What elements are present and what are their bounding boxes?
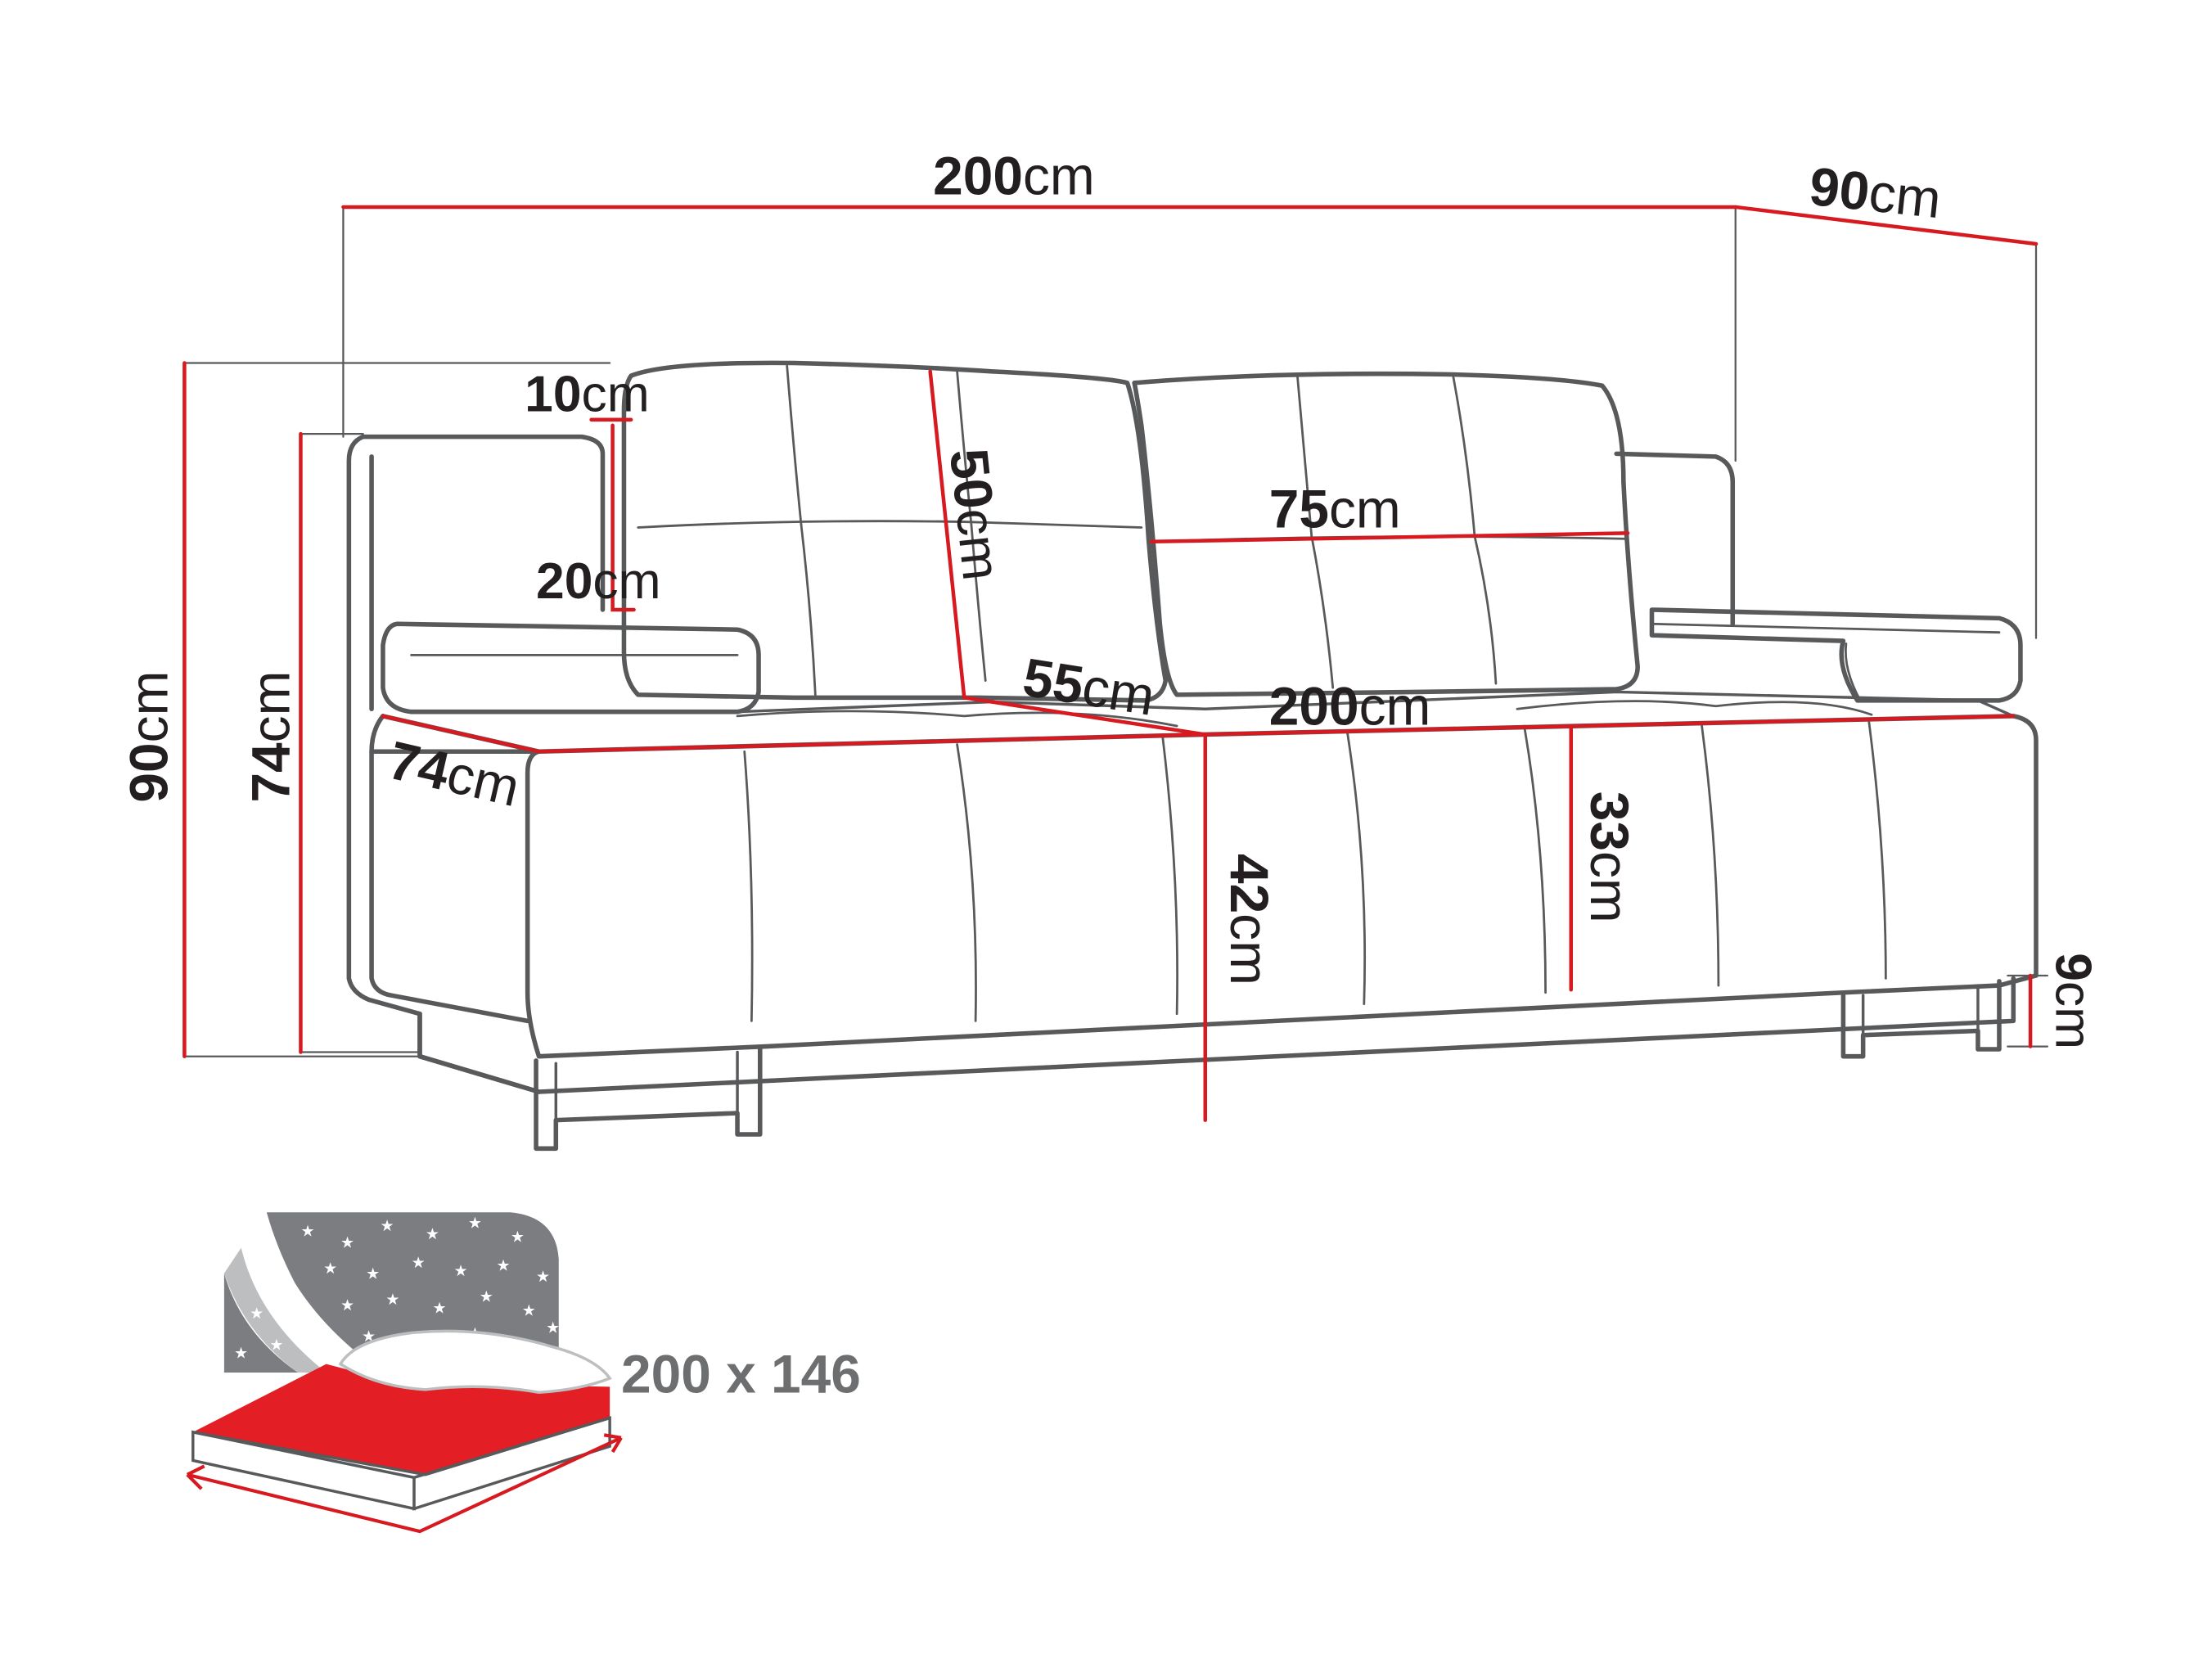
seat-depth-label: 55cm bbox=[1019, 647, 1159, 727]
seat-height-label: 42cm bbox=[1219, 854, 1280, 985]
left-front-leg bbox=[534, 1047, 763, 1152]
right-front-leg bbox=[1840, 979, 2002, 1059]
svg-text:★: ★ bbox=[536, 1268, 550, 1286]
svg-text:★: ★ bbox=[385, 1291, 399, 1309]
svg-text:★: ★ bbox=[340, 1234, 354, 1252]
right-armrest-pad bbox=[1649, 607, 2023, 703]
svg-text:★: ★ bbox=[323, 1260, 337, 1278]
svg-text:★: ★ bbox=[234, 1345, 248, 1363]
mattress-top bbox=[192, 1364, 610, 1475]
backrest-height-label: 50cm bbox=[939, 446, 1012, 584]
sofa-base bbox=[417, 976, 2016, 1094]
svg-text:★: ★ bbox=[250, 1305, 264, 1323]
svg-text:★: ★ bbox=[412, 1254, 426, 1272]
right-armrest-top bbox=[1614, 451, 1736, 627]
svg-text:★: ★ bbox=[340, 1296, 354, 1314]
seat-left-face bbox=[369, 749, 530, 1024]
sleeping-area-label: 200 x 146 bbox=[621, 1343, 861, 1404]
armrest-pad-line bbox=[610, 423, 636, 612]
dimension-labels: 200cm 90cm 90cm 74cm 10cm 20cm 50cm 75cm… bbox=[119, 145, 2102, 1049]
armrest-pad-label: 20cm bbox=[536, 553, 661, 610]
svg-text:★: ★ bbox=[522, 1302, 536, 1320]
svg-text:★: ★ bbox=[426, 1225, 439, 1243]
svg-text:★: ★ bbox=[454, 1262, 468, 1280]
svg-text:★: ★ bbox=[546, 1319, 560, 1337]
bed-width-arrow bbox=[187, 1436, 622, 1534]
left-armrest-top bbox=[360, 434, 606, 612]
svg-text:★: ★ bbox=[380, 1217, 394, 1235]
seat-width-line bbox=[1203, 714, 2016, 737]
backrest-left-cushion bbox=[621, 360, 1169, 703]
cushion-width-line bbox=[1149, 531, 1630, 544]
total-depth-line bbox=[1733, 205, 2039, 246]
cushion-width-label: 75cm bbox=[1269, 478, 1401, 539]
svg-text:★: ★ bbox=[468, 1214, 482, 1232]
front-height-label: 33cm bbox=[1579, 791, 1640, 923]
stars: ★★★ ★★★ ★★★ ★★★ ★★★ ★★★ ★★★ ★★ bbox=[234, 1214, 560, 1362]
leg-height-label: 9cm bbox=[2044, 953, 2101, 1049]
left-armrest-side bbox=[346, 434, 542, 1094]
armrest-depth-line bbox=[381, 714, 1208, 754]
svg-text:★: ★ bbox=[433, 1299, 447, 1317]
svg-text:★: ★ bbox=[511, 1228, 525, 1247]
pillow bbox=[338, 1329, 612, 1395]
total-depth-label: 90cm bbox=[1807, 156, 1944, 229]
armrest-height-label: 74cm bbox=[241, 671, 301, 803]
backrest-height-line bbox=[928, 369, 966, 700]
svg-text:★: ★ bbox=[480, 1287, 493, 1305]
dimension-lines bbox=[182, 205, 2048, 1122]
total-height-label: 90cm bbox=[119, 671, 179, 803]
svg-text:★: ★ bbox=[300, 1223, 314, 1241]
total-width-label: 200cm bbox=[933, 145, 1095, 205]
sleeping-area-icon: ★★★ ★★★ ★★★ ★★★ ★★★ ★★★ ★★★ ★★ 200 x 146 bbox=[186, 1212, 861, 1534]
seat-width-label: 200cm bbox=[1269, 675, 1431, 736]
sofa-outline bbox=[346, 360, 2039, 1152]
svg-text:★: ★ bbox=[269, 1336, 283, 1354]
armrest-width-label: 10cm bbox=[525, 366, 650, 422]
left-armrest-pad bbox=[381, 621, 761, 715]
backrest-right-cushion bbox=[1132, 371, 1640, 697]
svg-text:★: ★ bbox=[497, 1256, 511, 1274]
seat-depth-line bbox=[962, 696, 1208, 737]
svg-text:★: ★ bbox=[366, 1265, 380, 1283]
